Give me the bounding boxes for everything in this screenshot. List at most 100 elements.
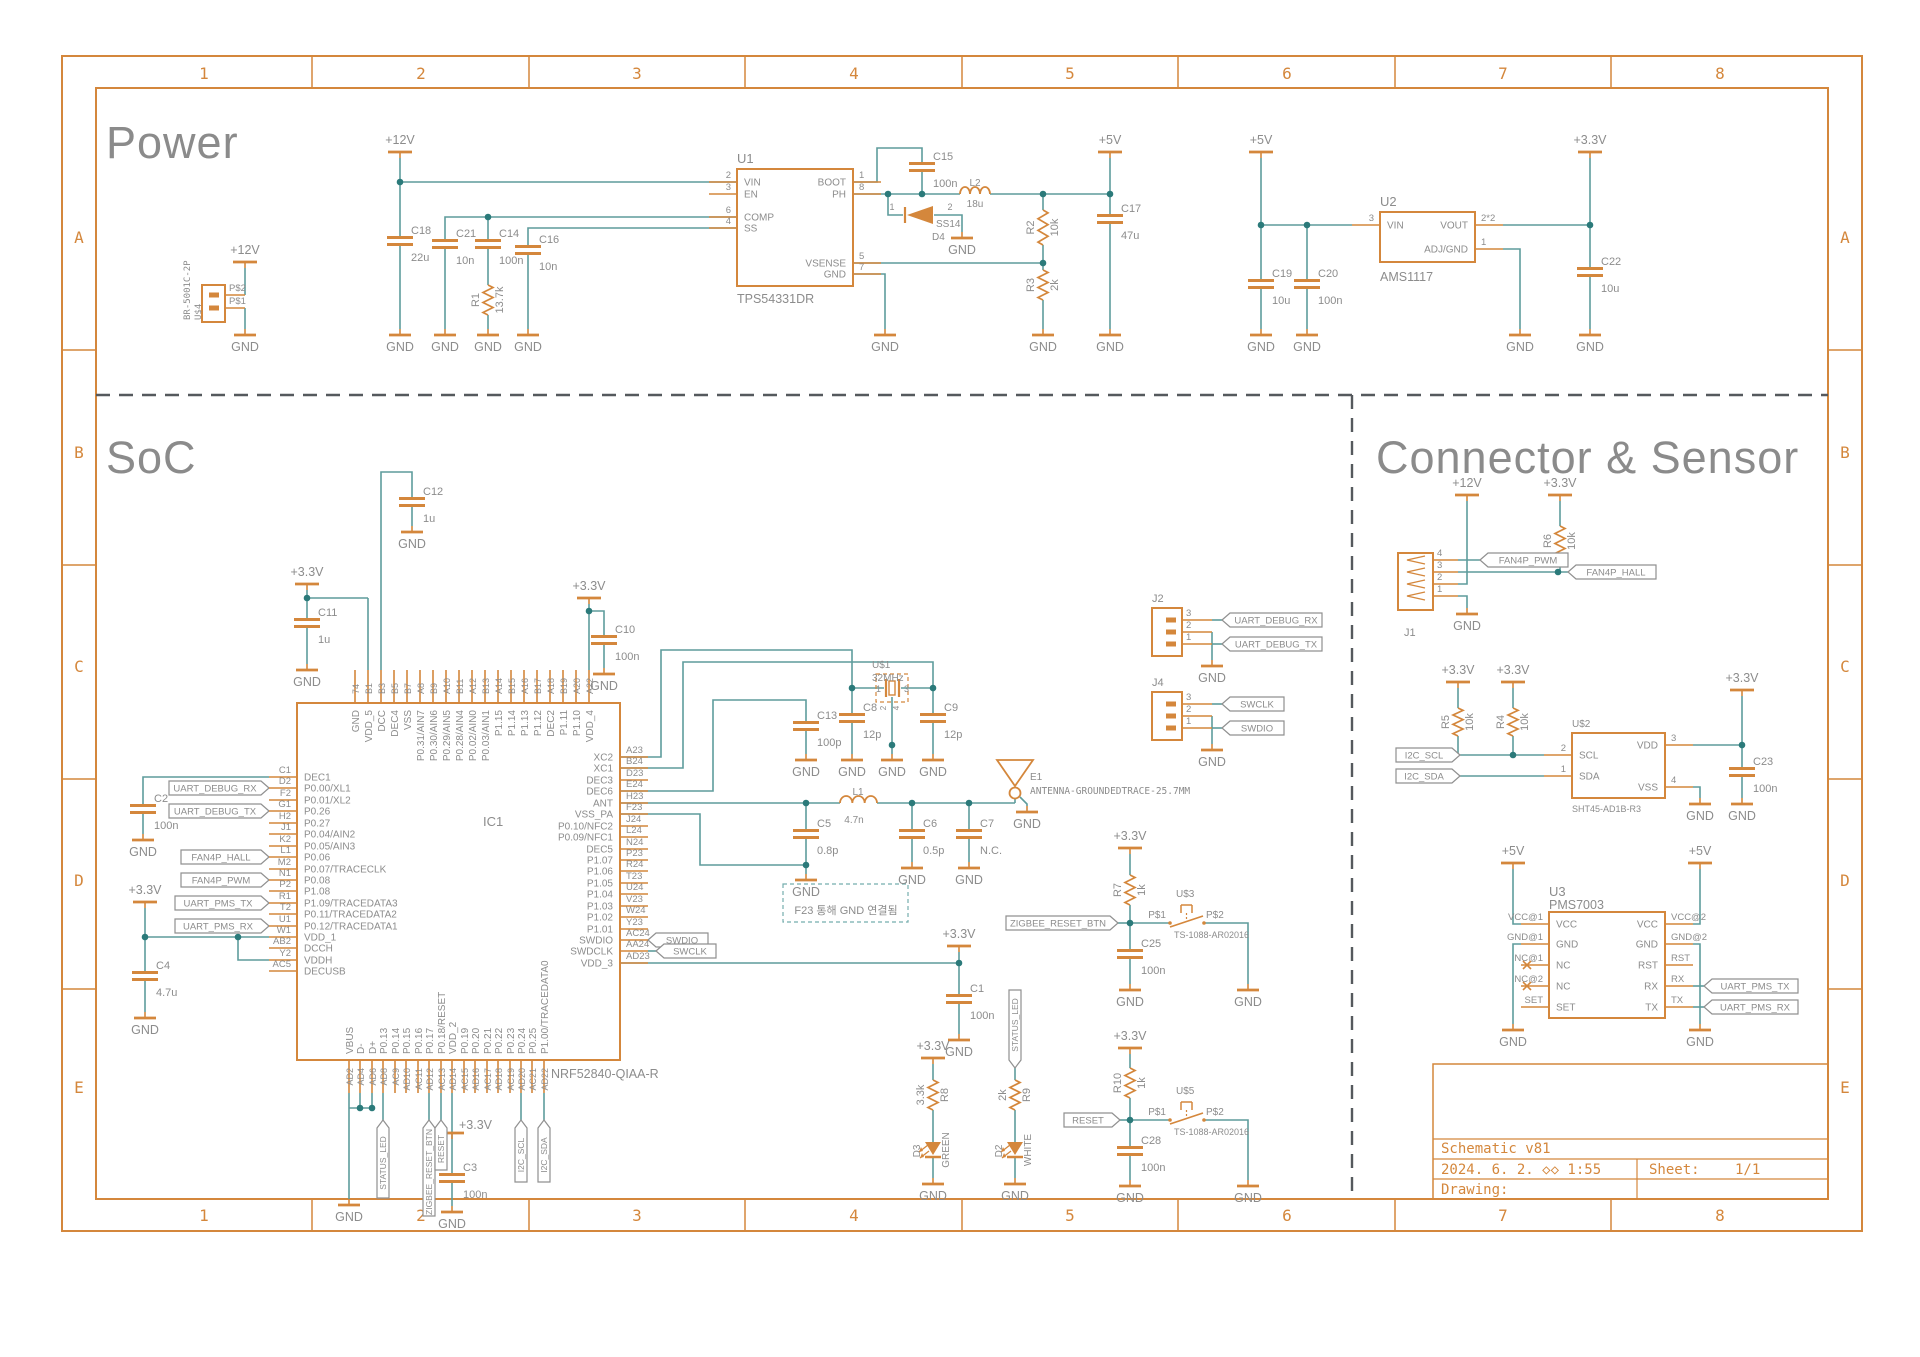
schematic-label: 4.7n <box>844 815 863 826</box>
pin-name: P0.31/AIN7 <box>416 710 427 762</box>
pin-name: COMP <box>744 213 774 224</box>
pin-name: D+ <box>368 1041 379 1054</box>
gnd-label: GND <box>1001 1189 1029 1203</box>
pin-num: R1 <box>279 891 291 902</box>
junction-dot <box>1039 190 1047 198</box>
value-R3: 2k <box>1049 279 1061 291</box>
pin-num: B1 <box>364 683 374 694</box>
gnd-label: GND <box>514 340 542 354</box>
pin-name: P1.15 <box>494 710 505 737</box>
gnd-label: GND <box>878 765 906 779</box>
power-label: +5V <box>1099 133 1122 147</box>
net-flag-label-I2C_SDA: I2C_SDA <box>1404 772 1444 783</box>
junction-dot <box>234 933 242 941</box>
junction-dot <box>929 684 937 692</box>
resistor-R7 <box>1123 874 1137 906</box>
pin-name: VDD_1 <box>304 933 337 944</box>
pin-pad <box>209 292 219 298</box>
ref-C18: C18 <box>411 225 431 237</box>
value-U2: AMS1117 <box>1380 270 1433 284</box>
gnd-label: GND <box>231 340 259 354</box>
gnd-label: GND <box>1506 340 1534 354</box>
pin-num: 3 <box>1437 560 1442 571</box>
pin-name: DEC6 <box>586 787 613 798</box>
net-flag-label-SWDIO: SWDIO <box>1241 724 1273 735</box>
section-title-connector-sensor: Connector & Sensor <box>1376 432 1800 483</box>
gnd-label: GND <box>1247 340 1275 354</box>
value-C9: 12p <box>944 729 962 741</box>
ref-D2: D2 <box>994 1144 1005 1157</box>
pin-num: A16 <box>520 678 530 694</box>
ref-C25: C25 <box>1141 938 1161 950</box>
pin-name: GND <box>351 710 362 732</box>
pin-num: AD23 <box>626 951 650 962</box>
pin-name: P0.28/AIN4 <box>455 710 466 762</box>
ref-C16: C16 <box>539 234 559 246</box>
frame-col-label: 5 <box>1065 1206 1075 1225</box>
frame-col-label: 5 <box>1065 64 1075 83</box>
value-C20: 100n <box>1318 295 1342 307</box>
pin-name: P1.04 <box>587 890 614 901</box>
value-R5: 10k <box>1464 713 1476 731</box>
pin-num: T23 <box>626 871 642 882</box>
wire <box>1019 796 1028 806</box>
gnd-label: GND <box>1116 1191 1144 1205</box>
pin-name: DECUSB <box>304 967 346 978</box>
schematic-label: L1 <box>852 787 864 798</box>
wire <box>444 216 737 240</box>
gnd-label: GND <box>438 1217 466 1231</box>
power-label: +3.3V <box>1496 663 1530 677</box>
gnd-label: GND <box>129 845 157 859</box>
pin-num: 3 <box>726 182 731 193</box>
switch-contact <box>1202 1118 1206 1122</box>
section-title-soc: SoC <box>106 432 197 483</box>
pin-num: L24 <box>626 825 642 836</box>
power-label: +3.3V <box>1543 476 1577 490</box>
pin-num: 3 <box>1671 733 1676 744</box>
pin-name: P0.24 <box>517 1027 528 1054</box>
power-label: +5V <box>1250 133 1273 147</box>
component-U$4 <box>201 284 226 323</box>
frame-col-label: 8 <box>1715 64 1725 83</box>
junction-dot <box>396 178 404 186</box>
net-flag-UART_PMS_RX <box>1703 999 1799 1015</box>
junction-dot <box>955 959 963 967</box>
pin-name: SWDCLK <box>570 947 613 958</box>
schematic-label: P$2 <box>1206 1107 1224 1118</box>
pin-num: 4 <box>1671 775 1676 786</box>
value-C13: 100p <box>817 737 841 749</box>
schematic-label: 2 <box>947 202 952 212</box>
net-flag-SWCLK <box>655 943 717 959</box>
pin-num: RST <box>1671 953 1690 964</box>
pin-arrow <box>1406 567 1426 577</box>
ref-R3: R3 <box>1025 278 1037 292</box>
pin-num: 4 <box>1437 548 1442 559</box>
net-flag-label-SWDIO: SWDIO <box>666 936 698 947</box>
pin-name: GND <box>824 270 846 281</box>
switch-contact <box>1168 1118 1172 1122</box>
pin-num: P2 <box>279 879 291 890</box>
frame-col-label: 4 <box>849 64 859 83</box>
ref-C5: C5 <box>817 818 831 830</box>
value-C10: 100n <box>615 651 639 663</box>
pin-num: 1 <box>1481 237 1486 248</box>
pin-num: AC11 <box>414 1068 424 1090</box>
net-flag-label-FAN4P_HALL: FAN4P_HALL <box>191 853 250 864</box>
pin-num: AC17 <box>483 1068 493 1091</box>
inductor-L1 <box>839 795 878 804</box>
ref-U3: U3 <box>1549 884 1566 899</box>
net-flag-label-I2C_SCL: I2C_SCL <box>516 1137 526 1172</box>
value-R4: 10k <box>1519 713 1531 731</box>
pin-name: P0.29/AIN5 <box>442 710 453 762</box>
pin-num: 2 <box>1186 620 1191 631</box>
pin-num: AC5 <box>273 959 291 970</box>
wire <box>887 194 903 216</box>
value-R1: 13.7k <box>494 286 506 313</box>
pin-name: P1.10 <box>572 710 583 737</box>
power-label: +3.3V <box>942 927 976 941</box>
net-flag-label-RESET: RESET <box>436 1135 446 1163</box>
wire <box>620 813 806 866</box>
ref-R4: R4 <box>1495 715 1507 729</box>
gnd-label: GND <box>1499 1035 1527 1049</box>
pin-name: P0.01/XL2 <box>304 796 351 807</box>
